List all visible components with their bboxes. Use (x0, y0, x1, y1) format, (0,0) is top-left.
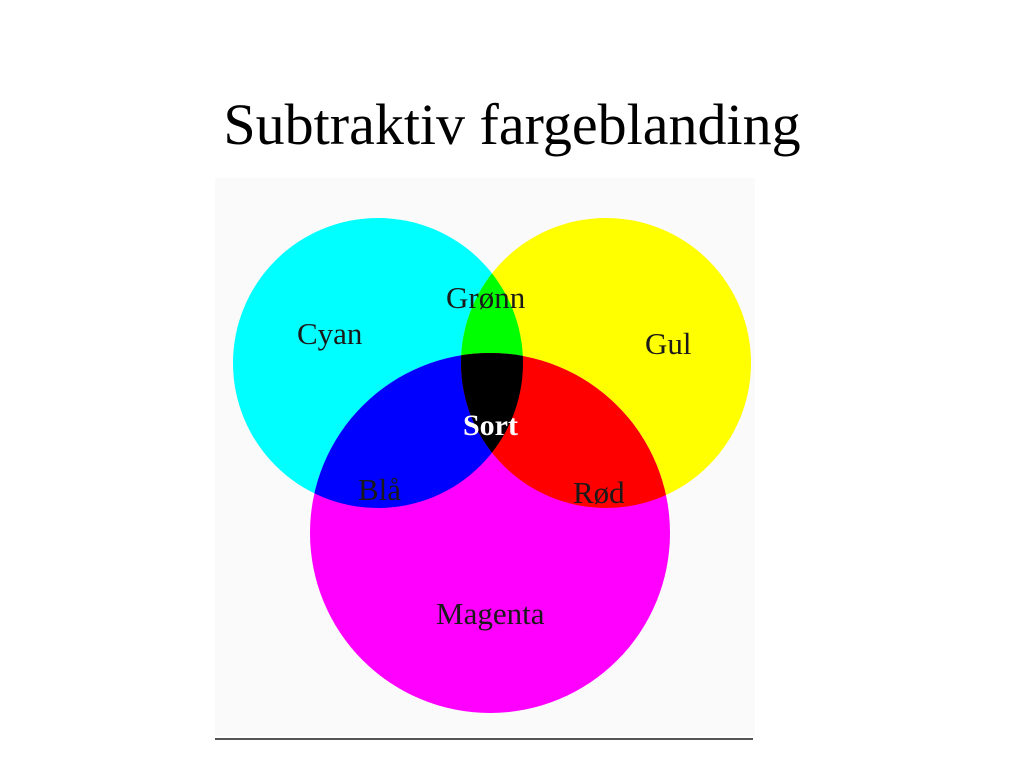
label-bla: Blå (358, 472, 402, 507)
slide-title: Subtraktiv fargeblanding (223, 92, 801, 157)
venn-diagram: Cyan Gul Magenta Grønn Blå Rød Sort (215, 178, 755, 736)
label-sort: Sort (463, 409, 518, 442)
label-gul: Gul (645, 326, 692, 361)
overlap-red (461, 353, 670, 508)
bottom-rule (215, 738, 753, 740)
venn-svg (233, 218, 751, 713)
label-cyan: Cyan (297, 316, 363, 351)
label-magenta: Magenta (436, 596, 545, 631)
label-rod: Rød (573, 475, 625, 510)
label-gronn: Grønn (446, 280, 526, 315)
overlap-blue (310, 353, 523, 508)
